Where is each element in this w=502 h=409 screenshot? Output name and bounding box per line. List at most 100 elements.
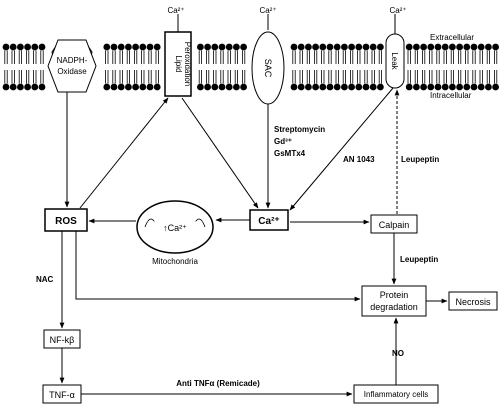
- lipid-head: [233, 83, 240, 91]
- lipid-head: [333, 83, 341, 91]
- lipid-head: [225, 83, 233, 91]
- lipid-head: [17, 83, 24, 91]
- lipid-head: [348, 43, 355, 51]
- lipid-head: [377, 83, 384, 91]
- lipid-head: [204, 83, 212, 91]
- no-label: NO: [392, 349, 404, 358]
- intracellular-label: Intracellular: [430, 91, 472, 100]
- leupeptin-lower-label: Leupeptin: [400, 255, 438, 264]
- ca-center-node: Ca²⁺: [249, 209, 289, 231]
- lipid-head: [240, 83, 248, 91]
- lipid-head: [2, 43, 10, 51]
- lipid-peroxidation-channel: Lipid Peroxidation: [164, 14, 192, 97]
- nac-label: NAC: [36, 275, 54, 284]
- lipid-head: [341, 43, 348, 51]
- lipid-head: [420, 43, 427, 51]
- lipid-head: [326, 43, 334, 51]
- lipid-head: [146, 43, 154, 51]
- lipid-head: [427, 43, 435, 51]
- lipid-head: [477, 83, 485, 91]
- lipid-head: [24, 43, 31, 51]
- lipid-head: [290, 83, 298, 91]
- lipid-head: [355, 83, 363, 91]
- lipid-head: [103, 83, 111, 91]
- lipid-head: [110, 83, 118, 91]
- necrosis-node: Necrosis: [448, 291, 498, 311]
- lipid-head: [9, 83, 17, 91]
- cell-membrane-bilayer: [2, 43, 499, 91]
- lipid-head: [297, 43, 305, 51]
- lipid-head: [305, 83, 312, 91]
- lipid-head: [103, 43, 111, 51]
- lipid-head: [326, 83, 334, 91]
- arrow-ros-to-lipid: [79, 97, 169, 209]
- ros-label: ROS: [55, 216, 77, 227]
- nadph-label-line2: Oxidase: [57, 67, 87, 76]
- lipid-head: [17, 43, 24, 51]
- lipid-head: [441, 43, 449, 51]
- protein-degradation-node: Protein degradation: [361, 285, 427, 317]
- arrow-lipid-to-ca: [181, 97, 259, 209]
- extracellular-label: Extracellular: [430, 33, 474, 42]
- lipid-head: [449, 43, 456, 51]
- protein-label-line2: degradation: [370, 302, 418, 312]
- lipid-head: [319, 83, 327, 91]
- lipid-head: [225, 43, 233, 51]
- mitochondria-node: ↑Ca²⁺ Mitochondria: [136, 200, 214, 266]
- arrow-leak-to-ca: [289, 87, 394, 211]
- lipid-head: [477, 43, 485, 51]
- nadph-oxidase-channel: NADPH- Oxidase: [47, 39, 97, 93]
- ca-center-label: Ca²⁺: [258, 216, 279, 227]
- inflammatory-label: Inflammatory cells: [364, 390, 428, 399]
- mitochondria-label: Mitochondria: [152, 257, 198, 266]
- leak-label: Leak: [390, 52, 399, 70]
- arrow-ros-to-protein: [75, 231, 361, 302]
- lipid-head: [362, 43, 370, 51]
- lipid-head: [333, 43, 341, 51]
- lipid-head: [492, 43, 499, 51]
- anti-tnf-label: Anti TNFα (Remicade): [176, 379, 260, 388]
- lipid-head: [146, 83, 154, 91]
- lipid-head: [312, 43, 319, 51]
- nfkb-label: NF-kβ: [50, 335, 75, 345]
- lipid-head: [204, 43, 212, 51]
- lipid-head: [117, 43, 125, 51]
- ca-label-sac: Ca²⁺: [259, 6, 276, 15]
- lipid-head: [124, 43, 132, 51]
- lipid-head: [233, 43, 240, 51]
- protein-label-line1: Protein: [380, 290, 409, 300]
- sac-channel: SAC: [251, 14, 285, 105]
- lipid-head: [492, 83, 499, 91]
- lipid-head: [218, 43, 226, 51]
- ca-label-lipid: Ca²⁺: [167, 6, 184, 15]
- lipid-head: [153, 83, 161, 91]
- lipid-head: [31, 43, 39, 51]
- lipid-head: [355, 43, 363, 51]
- lipid-head: [470, 43, 478, 51]
- lipid-head: [153, 43, 161, 51]
- lipid-head: [449, 83, 456, 91]
- calpain-node: Calpain: [370, 214, 418, 234]
- necrosis-label: Necrosis: [455, 297, 491, 307]
- lipid-head: [197, 83, 204, 91]
- lipid-head: [420, 83, 427, 91]
- lipid-head: [319, 43, 327, 51]
- mito-ca-label: ↑Ca²⁺: [163, 223, 187, 233]
- an1043-label: AN 1043: [343, 155, 375, 164]
- lipid-head: [139, 43, 147, 51]
- tnfa-node: TNF-α: [42, 384, 82, 404]
- lipid-head: [427, 83, 435, 91]
- lipid-head: [110, 43, 118, 51]
- lipid-label-line2: Peroxidation: [183, 42, 192, 86]
- lipid-head: [434, 43, 442, 51]
- lipid-head: [290, 43, 298, 51]
- lipid-head: [456, 83, 463, 91]
- lipid-head: [341, 83, 348, 91]
- inflammatory-cells-node: Inflammatory cells: [353, 384, 439, 404]
- lipid-head: [297, 83, 305, 91]
- lipid-head: [413, 83, 420, 91]
- lipid-head: [485, 43, 492, 51]
- streptomycin-label: Streptomycin: [274, 125, 325, 134]
- lipid-head: [24, 83, 31, 91]
- lipid-head: [377, 43, 384, 51]
